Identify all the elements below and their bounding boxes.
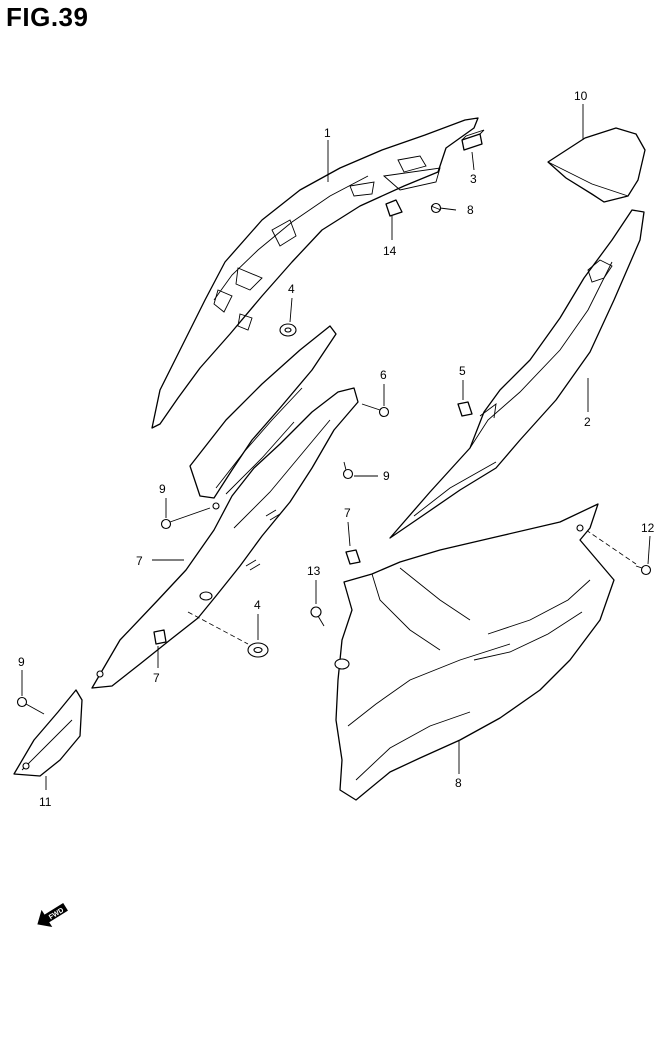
part-9-screw-mid[interactable]	[342, 461, 354, 480]
callout-2: 2	[584, 415, 591, 429]
figure-title: FIG.39	[6, 2, 89, 32]
leader-3	[471, 151, 475, 171]
part-9-screw-upper[interactable]	[160, 507, 211, 530]
leader-7-mid	[347, 521, 351, 547]
fwd-label: FWD	[48, 907, 65, 921]
callout-9: 9	[159, 482, 166, 496]
part-12-screw[interactable]	[635, 564, 652, 576]
callout-12: 12	[641, 521, 655, 535]
part-14-nut-clip[interactable]	[385, 199, 403, 217]
part-8-screw[interactable]	[430, 202, 457, 214]
part-3-clip[interactable]	[461, 129, 485, 151]
callout-9: 9	[383, 469, 390, 483]
part-10-tail-cap[interactable]	[547, 127, 646, 203]
callout-8: 8	[455, 776, 462, 790]
part-4-grommet-upper[interactable]	[279, 323, 297, 337]
part-9-screw-lower[interactable]	[16, 696, 45, 715]
part-1-frame-cover[interactable]	[151, 117, 479, 429]
assembly-guide-line	[187, 611, 249, 645]
fwd-arrow-icon: FWD	[37, 902, 68, 928]
callout-8: 8	[467, 203, 474, 217]
callout-6: 6	[380, 368, 387, 382]
callout-5: 5	[459, 364, 466, 378]
part-7-nut-mid[interactable]	[345, 549, 361, 565]
part-6-screw[interactable]	[361, 403, 390, 418]
part-7-side-cover-left[interactable]	[91, 325, 359, 689]
callout-4: 4	[254, 598, 261, 612]
callout-4: 4	[288, 282, 295, 296]
callout-3: 3	[470, 172, 477, 186]
callout-11: 11	[39, 795, 52, 809]
part-5-nut[interactable]	[457, 401, 473, 417]
leader-12	[647, 535, 651, 565]
part-7-nut-lower[interactable]	[153, 629, 167, 645]
part-13-bolt[interactable]	[310, 606, 325, 627]
callout-7: 7	[153, 671, 160, 685]
leader-4-upper	[289, 297, 293, 323]
callout-1: 1	[324, 126, 331, 140]
part-2-side-cover-right[interactable]	[389, 209, 645, 539]
part-11-trim[interactable]	[13, 689, 83, 777]
part-4-grommet-lower[interactable]	[247, 642, 269, 658]
callout-14: 14	[383, 244, 397, 258]
callout-7: 7	[136, 554, 143, 568]
assembly-guide-line	[585, 529, 637, 565]
callout-10: 10	[574, 89, 588, 103]
callout-13: 13	[307, 564, 321, 578]
callout-7: 7	[344, 506, 351, 520]
part-8-lower-side-cover[interactable]	[334, 503, 615, 801]
callout-9: 9	[18, 655, 25, 669]
